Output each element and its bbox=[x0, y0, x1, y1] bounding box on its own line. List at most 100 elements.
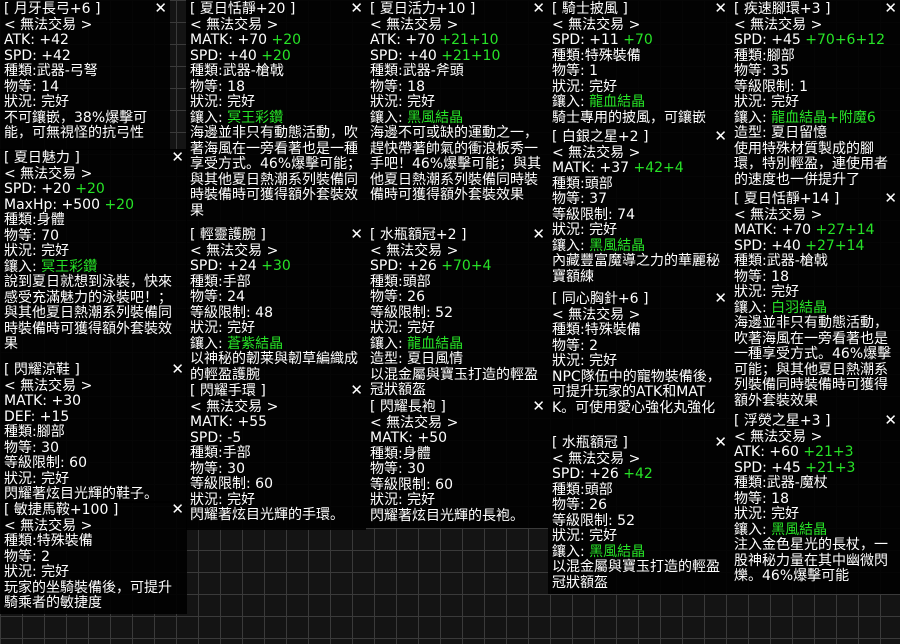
close-icon[interactable]: ✕ bbox=[350, 226, 363, 243]
close-icon[interactable]: ✕ bbox=[154, 0, 167, 17]
item-description: 注入金色星光的長杖，一股神秘力量在其中幽微閃爍。46%爆擊可能 bbox=[734, 537, 888, 584]
stat-text: MaxHp: +500 bbox=[4, 196, 105, 213]
item-description: 玩家的坐騎裝備後，可提升騎乘者的敏捷度 bbox=[4, 579, 172, 611]
item-stat-line: 狀況: 完好 bbox=[734, 506, 896, 523]
stat-text: 鑲入: bbox=[190, 335, 228, 352]
stat-text: < 無法交易 > bbox=[4, 377, 93, 394]
close-icon[interactable]: ✕ bbox=[350, 0, 363, 17]
stat-text: SPD: +42 bbox=[4, 47, 71, 64]
stat-bonus: 蒼紫結晶 bbox=[227, 335, 284, 352]
item-stat-line: MATK: +70 +20 bbox=[190, 32, 362, 49]
close-icon[interactable]: ✕ bbox=[714, 434, 727, 451]
item-stat-line: SPD: +45 +70+6+12 bbox=[734, 32, 896, 49]
item-stat-line: SPD: +11 +70 bbox=[552, 32, 726, 49]
stat-text: SPD: +11 bbox=[552, 32, 624, 48]
item-title: [ 騎士披風 ] bbox=[552, 1, 628, 17]
stat-bonus: +21+10 bbox=[439, 32, 499, 48]
item-stat-line: 鑲入: 黑風結晶 bbox=[734, 521, 896, 539]
item-stat-line: SPD: +26 +42 bbox=[552, 466, 726, 483]
close-icon[interactable]: ✕ bbox=[714, 290, 727, 307]
close-icon[interactable]: ✕ bbox=[350, 382, 363, 399]
stat-text: 等級限制: 60 bbox=[4, 455, 87, 471]
item-stat-line: 物等: 30 bbox=[370, 461, 544, 478]
close-icon[interactable]: ✕ bbox=[884, 412, 897, 429]
stat-text: < 無法交易 > bbox=[734, 206, 823, 223]
item-stat-line: 物等: 30 bbox=[4, 440, 183, 457]
stat-bonus: 黑風結晶 bbox=[771, 521, 828, 538]
stat-text: 種類:手部 bbox=[190, 445, 251, 461]
stat-text: 物等: 35 bbox=[734, 63, 789, 79]
stat-bonus: +20 bbox=[104, 196, 134, 213]
item-stat-line: < 無法交易 > bbox=[190, 16, 362, 34]
item-stat-line: 物等: 18 bbox=[370, 79, 544, 96]
item-description: 內藏豐富魔導之力的華麗秘寶額練 bbox=[552, 253, 720, 285]
stat-text: 鑲入: bbox=[190, 109, 228, 126]
item-stat-line: 種類:特殊裝備 bbox=[552, 48, 726, 65]
item-stat-line: 物等: 30 bbox=[190, 461, 362, 478]
close-icon[interactable]: ✕ bbox=[714, 128, 727, 145]
item-title: [ 疾速腳環+3 ] bbox=[734, 1, 831, 17]
close-icon[interactable]: ✕ bbox=[884, 0, 897, 17]
stat-bonus: +30 bbox=[261, 258, 291, 274]
close-icon[interactable]: ✕ bbox=[532, 0, 545, 17]
item-stat-line: 等級限制: 48 bbox=[190, 305, 362, 322]
item-stat-line: 狀況: 完好 bbox=[552, 222, 726, 239]
item-stat-line: ATK: +60 +21+3 bbox=[734, 444, 896, 461]
stat-text: 狀況: 完好 bbox=[734, 94, 800, 110]
item-stat-line: 鑲入: 蒼紫結晶 bbox=[190, 335, 362, 353]
stat-text: 狀況: 完好 bbox=[190, 320, 256, 336]
item-stat-line: < 無法交易 > bbox=[4, 17, 166, 34]
item-stat-line: < 無法交易 > bbox=[734, 17, 896, 34]
item-stat-line: 狀況: 完好 bbox=[190, 320, 362, 337]
close-icon[interactable]: ✕ bbox=[714, 0, 727, 17]
item-stat-line: 物等: 26 bbox=[552, 497, 726, 514]
item-stat-line: 鑲入: 黑風結晶 bbox=[552, 237, 726, 255]
stat-text: 狀況: 完好 bbox=[190, 94, 256, 110]
item-stat-line: 鑲入: 黑風結晶 bbox=[370, 110, 544, 127]
item-title: [ 閃耀涼鞋 ] bbox=[4, 362, 80, 378]
stat-text: 物等: 2 bbox=[4, 548, 51, 565]
close-icon[interactable]: ✕ bbox=[171, 501, 184, 518]
item-stat-line: SPD: +40 +27+14 bbox=[734, 238, 896, 255]
stat-text: 物等: 18 bbox=[734, 268, 789, 285]
stat-text: 種類:特殊裝備 bbox=[552, 322, 641, 338]
stat-text: 鑲入: bbox=[552, 543, 590, 560]
stat-bonus: 龍血結晶 bbox=[589, 94, 646, 110]
stat-text: < 無法交易 > bbox=[190, 16, 279, 33]
close-icon[interactable]: ✕ bbox=[171, 361, 184, 378]
stat-bonus: 黑風結晶 bbox=[589, 237, 646, 254]
stat-text: 物等: 37 bbox=[552, 191, 607, 207]
stat-text: 狀況: 完好 bbox=[552, 353, 618, 369]
item-stat-line: 狀況: 完好 bbox=[552, 353, 726, 370]
item-stat-line: 種類:武器-魔杖 bbox=[734, 475, 896, 492]
close-icon[interactable]: ✕ bbox=[171, 149, 184, 166]
close-icon[interactable]: ✕ bbox=[532, 398, 545, 415]
item-stat-line: 等級限制: 74 bbox=[552, 207, 726, 224]
close-icon[interactable]: ✕ bbox=[884, 190, 897, 207]
stat-text: 狀況: 完好 bbox=[370, 492, 436, 508]
stat-text: 造型: 夏日留憶 bbox=[734, 125, 828, 141]
item-stat-line: < 無法交易 > bbox=[734, 206, 896, 224]
stat-text: MATK: +55 bbox=[190, 414, 268, 430]
item-stat-line: 種類:頭部 bbox=[552, 482, 726, 499]
stat-text: 狀況: 完好 bbox=[370, 320, 436, 336]
close-icon[interactable]: ✕ bbox=[532, 226, 545, 243]
item-stat-line: MATK: +37 +42+4 bbox=[552, 160, 726, 177]
